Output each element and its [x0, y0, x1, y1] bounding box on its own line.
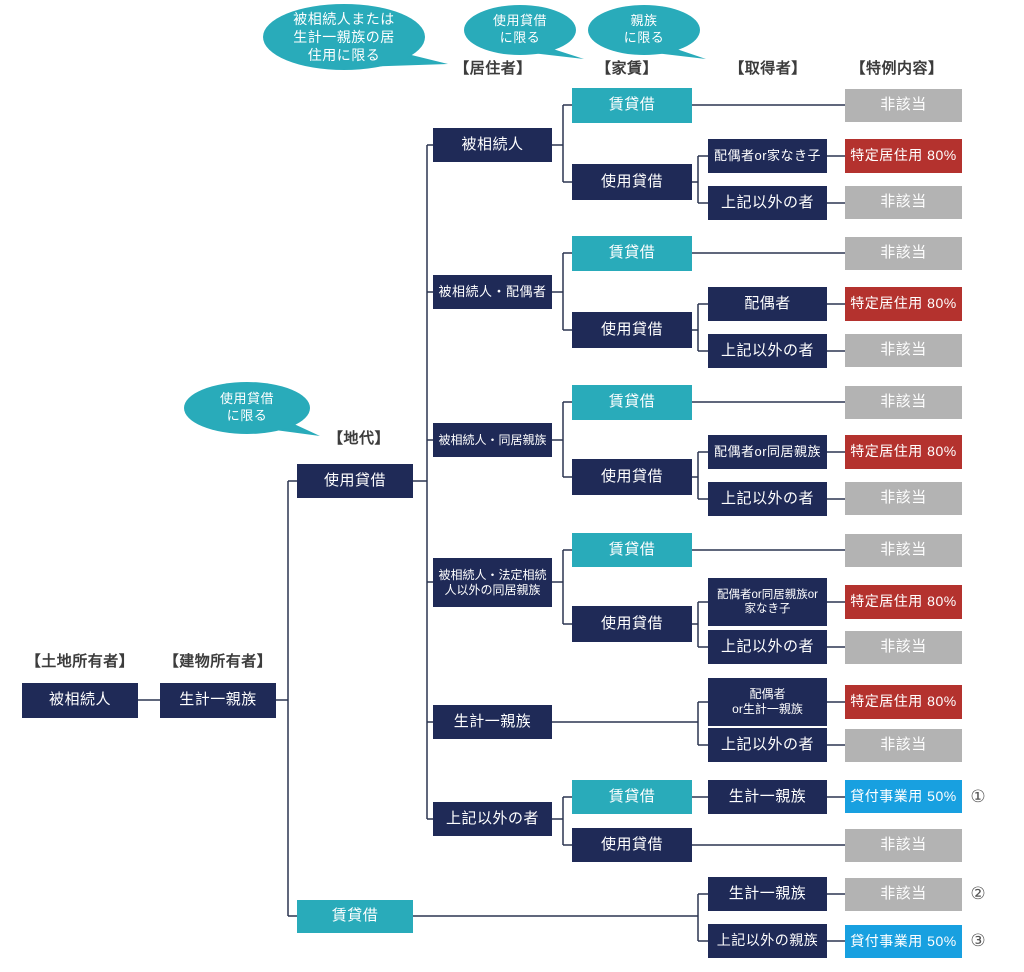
column-header-special: 【特例内容】: [850, 60, 944, 77]
result-badge: 特定居住用 80%: [845, 287, 962, 321]
node-acquirer: 生計一親族: [708, 877, 827, 911]
node-acquirer: 生計一親族: [708, 780, 827, 814]
node-resident: 被相続人・配偶者: [433, 275, 552, 309]
node-resident: 生計一親族: [433, 705, 552, 739]
node-rent-loan: 使用貸借: [572, 312, 692, 348]
circled-number-2: ②: [970, 884, 986, 903]
bubble-loan-limit-top: 使用貸借 に限る: [464, 5, 576, 55]
node-acquirer: 上記以外の者: [708, 334, 827, 368]
result-badge: 貸付事業用 50%: [845, 780, 962, 813]
circled-number-3: ③: [970, 931, 986, 950]
result-badge: 特定居住用 80%: [845, 585, 962, 619]
result-badge: 特定居住用 80%: [845, 435, 962, 469]
column-header-acquirer: 【取得者】: [729, 60, 807, 77]
node-building-owner: 生計一親族: [160, 683, 276, 718]
node-rent-lease: 賃貸借: [572, 780, 692, 814]
result-badge: 貸付事業用 50%: [845, 925, 962, 958]
result-badge: 非該当: [845, 631, 962, 664]
node-ground-rent-loan: 使用貸借: [297, 464, 413, 498]
node-acquirer: 配偶者 or生計一親族: [708, 678, 827, 726]
node-ground-rent-lease: 賃貸借: [297, 900, 413, 933]
result-badge: 非該当: [845, 829, 962, 862]
result-badge: 非該当: [845, 89, 962, 122]
node-resident: 被相続人・同居親族: [433, 423, 552, 457]
result-badge: 非該当: [845, 729, 962, 762]
bubble-loan-limit-left: 使用貸借 に限る: [184, 382, 310, 434]
node-acquirer: 配偶者or同居親族: [708, 435, 827, 469]
circled-number-1: ①: [970, 787, 986, 806]
node-acquirer: 上記以外の者: [708, 186, 827, 220]
column-header-land-owner: 【土地所有者】: [25, 653, 135, 670]
node-acquirer: 上記以外の者: [708, 630, 827, 664]
result-badge: 非該当: [845, 186, 962, 219]
column-header-building-owner: 【建物所有者】: [163, 653, 273, 670]
node-acquirer: 上記以外の者: [708, 728, 827, 762]
node-rent-lease: 賃貸借: [572, 236, 692, 271]
node-acquirer: 上記以外の者: [708, 482, 827, 516]
node-acquirer: 配偶者or同居親族or 家なき子: [708, 578, 827, 626]
result-badge: 特定居住用 80%: [845, 685, 962, 719]
node-land-owner: 被相続人: [22, 683, 138, 718]
result-badge: 非該当: [845, 482, 962, 515]
bubble-relative-limit: 親族 に限る: [588, 5, 700, 55]
node-acquirer: 配偶者: [708, 287, 827, 321]
result-badge: 非該当: [845, 534, 962, 567]
node-rent-lease: 賃貸借: [572, 385, 692, 420]
node-rent-lease: 賃貸借: [572, 88, 692, 123]
column-header-ground-rent: 【地代】: [327, 430, 391, 447]
column-header-house-rent: 【家賃】: [595, 60, 659, 77]
column-header-resident: 【居住者】: [454, 60, 532, 77]
node-resident: 上記以外の者: [433, 802, 552, 836]
node-rent-loan: 使用貸借: [572, 606, 692, 642]
node-acquirer: 配偶者or家なき子: [708, 139, 827, 173]
node-rent-lease: 賃貸借: [572, 533, 692, 567]
node-rent-loan: 使用貸借: [572, 828, 692, 862]
node-rent-loan: 使用貸借: [572, 164, 692, 200]
node-resident: 被相続人: [433, 128, 552, 162]
bubble-residence-limit: 被相続人または 生計一親族の居 住用に限る: [263, 4, 425, 70]
node-rent-loan: 使用貸借: [572, 459, 692, 495]
result-badge: 非該当: [845, 334, 962, 367]
result-badge: 非該当: [845, 386, 962, 419]
node-resident: 被相続人・法定相続 人以外の同居親族: [433, 558, 552, 607]
result-badge: 特定居住用 80%: [845, 139, 962, 173]
result-badge: 非該当: [845, 237, 962, 270]
node-acquirer: 上記以外の親族: [708, 924, 827, 958]
result-badge: 非該当: [845, 878, 962, 911]
